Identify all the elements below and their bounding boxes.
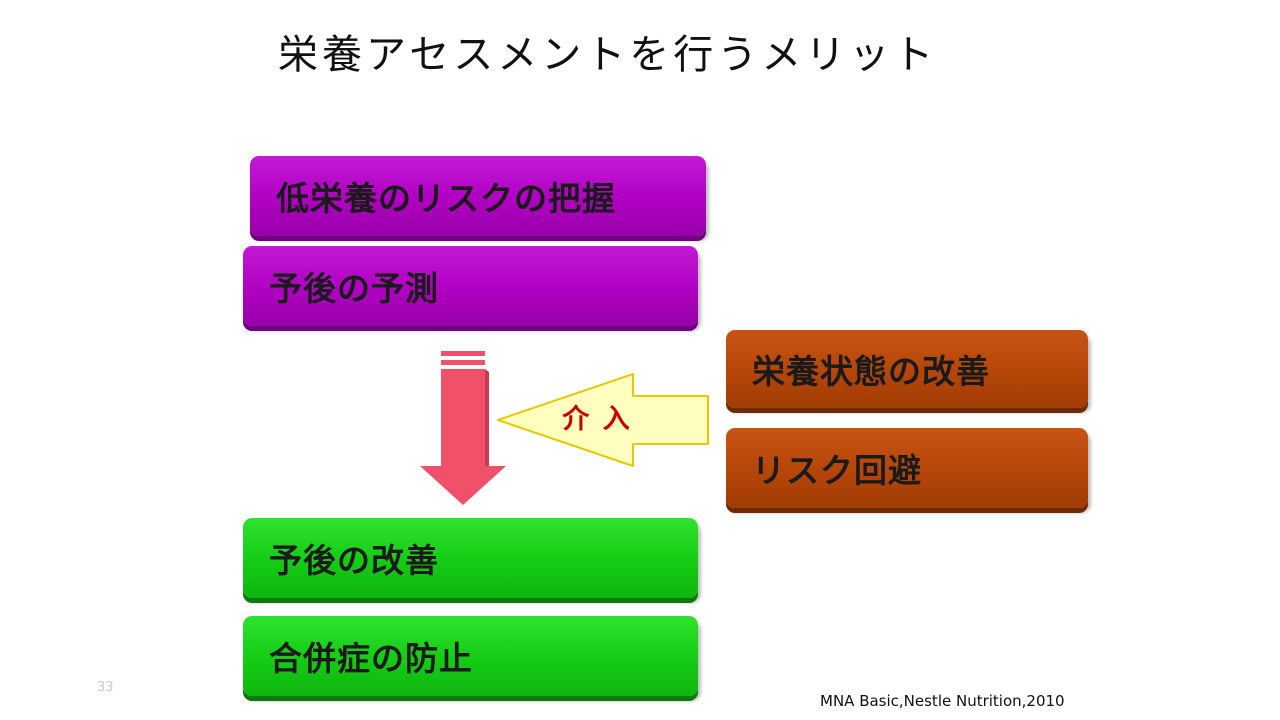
intervention-box-label: 栄養状態の改善 [752,352,990,391]
assessment-box-malnutrition-risk: 低栄養のリスクの把握 [250,156,706,236]
slide-number: 33 [97,680,114,695]
outcome-box-label: 予後の改善 [269,541,439,580]
intervention-box-label: リスク回避 [752,451,922,490]
intervention-arrow-label: 介 入 [561,404,631,435]
slide-title: 栄養アセスメントを行うメリット [278,32,938,78]
outcome-box-complication-prevention: 合併症の防止 [243,616,698,696]
assessment-box-label: 低栄養のリスクの把握 [276,179,616,218]
assessment-box-label: 予後の予測 [269,269,439,308]
citation: MNA Basic,Nestle Nutrition,2010 [820,692,1065,710]
outcome-box-label: 合併症の防止 [269,639,473,678]
intervention-box-nutrition-improvement: 栄養状態の改善 [726,330,1088,408]
intervention-box-risk-avoidance: リスク回避 [726,428,1088,508]
assessment-box-prognosis-prediction: 予後の予測 [243,246,698,326]
down-arrow [420,351,506,505]
intervention-arrow: 介 入 [497,373,709,467]
outcome-box-prognosis-improvement: 予後の改善 [243,518,698,598]
